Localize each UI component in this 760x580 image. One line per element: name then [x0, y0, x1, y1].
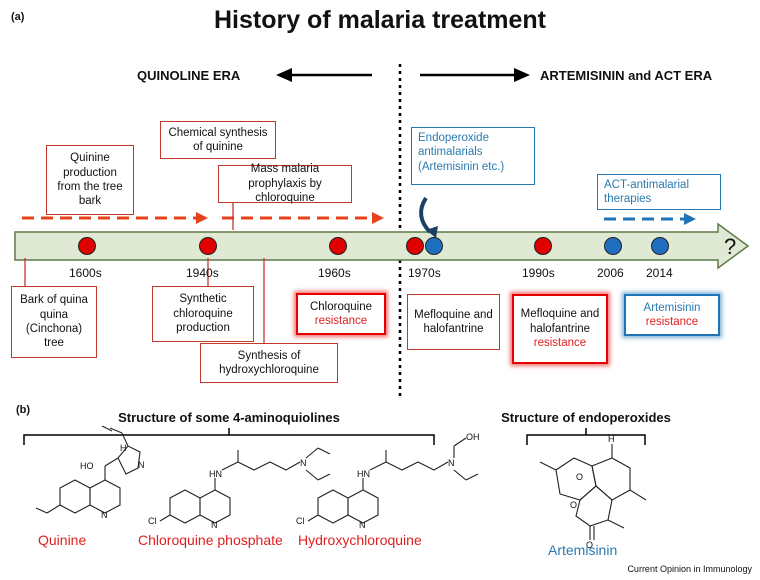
- atom-label: O: [570, 500, 578, 510]
- year-label: 1970s: [408, 266, 441, 280]
- dot-2014: [651, 237, 669, 255]
- year-label: 2006: [597, 266, 624, 280]
- chloroquine-resistance-box: Chloroquine resistance: [296, 293, 386, 335]
- atom-label: HN: [209, 469, 222, 479]
- year-label: 2014: [646, 266, 673, 280]
- atom-label: Cl: [148, 516, 157, 526]
- atom-label: H: [608, 434, 615, 444]
- timeline-arrow: [14, 222, 750, 270]
- page-title: History of malaria treatment: [213, 6, 547, 34]
- dot-1970s-red: [406, 237, 424, 255]
- atom-label: O: [586, 540, 594, 550]
- chloroquine-structure: [159, 447, 331, 524]
- question-mark: ?: [724, 234, 737, 259]
- atom-label: OH: [466, 432, 480, 442]
- dot-1990s: [534, 237, 552, 255]
- panel-b-label: (b): [16, 404, 31, 416]
- bark-box: Bark of quina quina (Cinchona) tree: [11, 286, 97, 358]
- endoperoxide-box: Endoperoxide antimalarials (Artemisinin …: [411, 127, 535, 185]
- quinine-label: Quinine: [38, 532, 87, 548]
- endoperoxides-title: Structure of endoperoxides: [501, 410, 671, 425]
- year-label: 1990s: [522, 266, 555, 280]
- atom-label: N: [300, 458, 307, 468]
- atom-label: H: [120, 443, 127, 453]
- atom-label: N: [138, 460, 145, 470]
- resistance-label: resistance: [314, 315, 368, 327]
- year-label: 1940s: [186, 266, 219, 280]
- quinoline-era-label: QUINOLINE ERA: [137, 68, 241, 83]
- act-therapies-box: ACT-antimalarial therapies: [597, 174, 721, 210]
- atom-label: N: [101, 510, 108, 520]
- dashed-red-arrow-2: [222, 212, 384, 224]
- mefloquine-halofantrine-label: Mefloquine and halofantrine: [520, 308, 600, 335]
- quinoline-era-arrow: [276, 68, 372, 82]
- dot-1960s: [329, 237, 347, 255]
- hydroxychloroquine-label: Hydroxychloroquine: [298, 532, 422, 548]
- artemisinin-era-label: ARTEMISININ and ACT ERA: [540, 68, 713, 83]
- dot-1970s-blue: [425, 237, 443, 255]
- dashed-blue-arrow: [604, 213, 696, 225]
- endoperoxide-bracket: [526, 428, 646, 445]
- artemisinin-label: Artemisinin: [643, 301, 701, 314]
- mass-prophylaxis-box: Mass malaria prophylaxis by chloroquine: [218, 163, 352, 204]
- quinine-production-box: Quinine production from the tree bark: [46, 145, 134, 215]
- chemical-synthesis-box: Chemical synthesis of quinine: [160, 121, 276, 159]
- atom-label: N: [448, 458, 455, 468]
- artemisinin-era-arrow: [420, 68, 530, 82]
- year-label: 1960s: [318, 266, 351, 280]
- year-label: 1600s: [69, 266, 102, 280]
- synthetic-chloroquine-box: Synthetic chloroquine production: [152, 286, 254, 342]
- atom-label: Cl: [296, 516, 305, 526]
- mefloquine-resistance-box: Mefloquine and halofantrine resistance: [512, 294, 608, 364]
- artemisinin-resistance-box: Artemisinin resistance: [624, 294, 720, 336]
- resistance-label: resistance: [533, 337, 587, 350]
- atom-label: HN: [357, 469, 370, 479]
- mefloquine-box: Mefloquine and halofantrine: [407, 294, 500, 350]
- aminoquinolines-title: Structure of some 4-aminoquiolines: [118, 410, 340, 425]
- atom-label: O: [576, 472, 584, 482]
- atom-label: N: [359, 520, 366, 530]
- chloroquine-phosphate-label: Chloroquine phosphate: [138, 532, 283, 548]
- dashed-red-arrow-1: [22, 212, 208, 224]
- panel-a-label: (a): [11, 11, 25, 23]
- dot-1600s: [78, 237, 96, 255]
- dot-1940s: [199, 237, 217, 255]
- artemisinin-structure: [539, 444, 647, 540]
- aminoquinoline-bracket: [23, 428, 435, 445]
- chloroquine-label: Chloroquine: [309, 300, 372, 313]
- dot-2006: [604, 237, 622, 255]
- resistance-label: resistance: [645, 316, 699, 328]
- quinine-structure: [35, 425, 141, 514]
- atom-label: HO: [80, 461, 94, 471]
- credit-text: Current Opinion in Immunology: [627, 564, 752, 574]
- artemisinin-drug-label: Artemisinin: [548, 542, 618, 558]
- hydroxychloroquine-structure: [307, 437, 479, 524]
- atom-label: N: [211, 520, 218, 530]
- hydroxychloroquine-box: Synthesis of hydroxychloroquine: [200, 343, 338, 383]
